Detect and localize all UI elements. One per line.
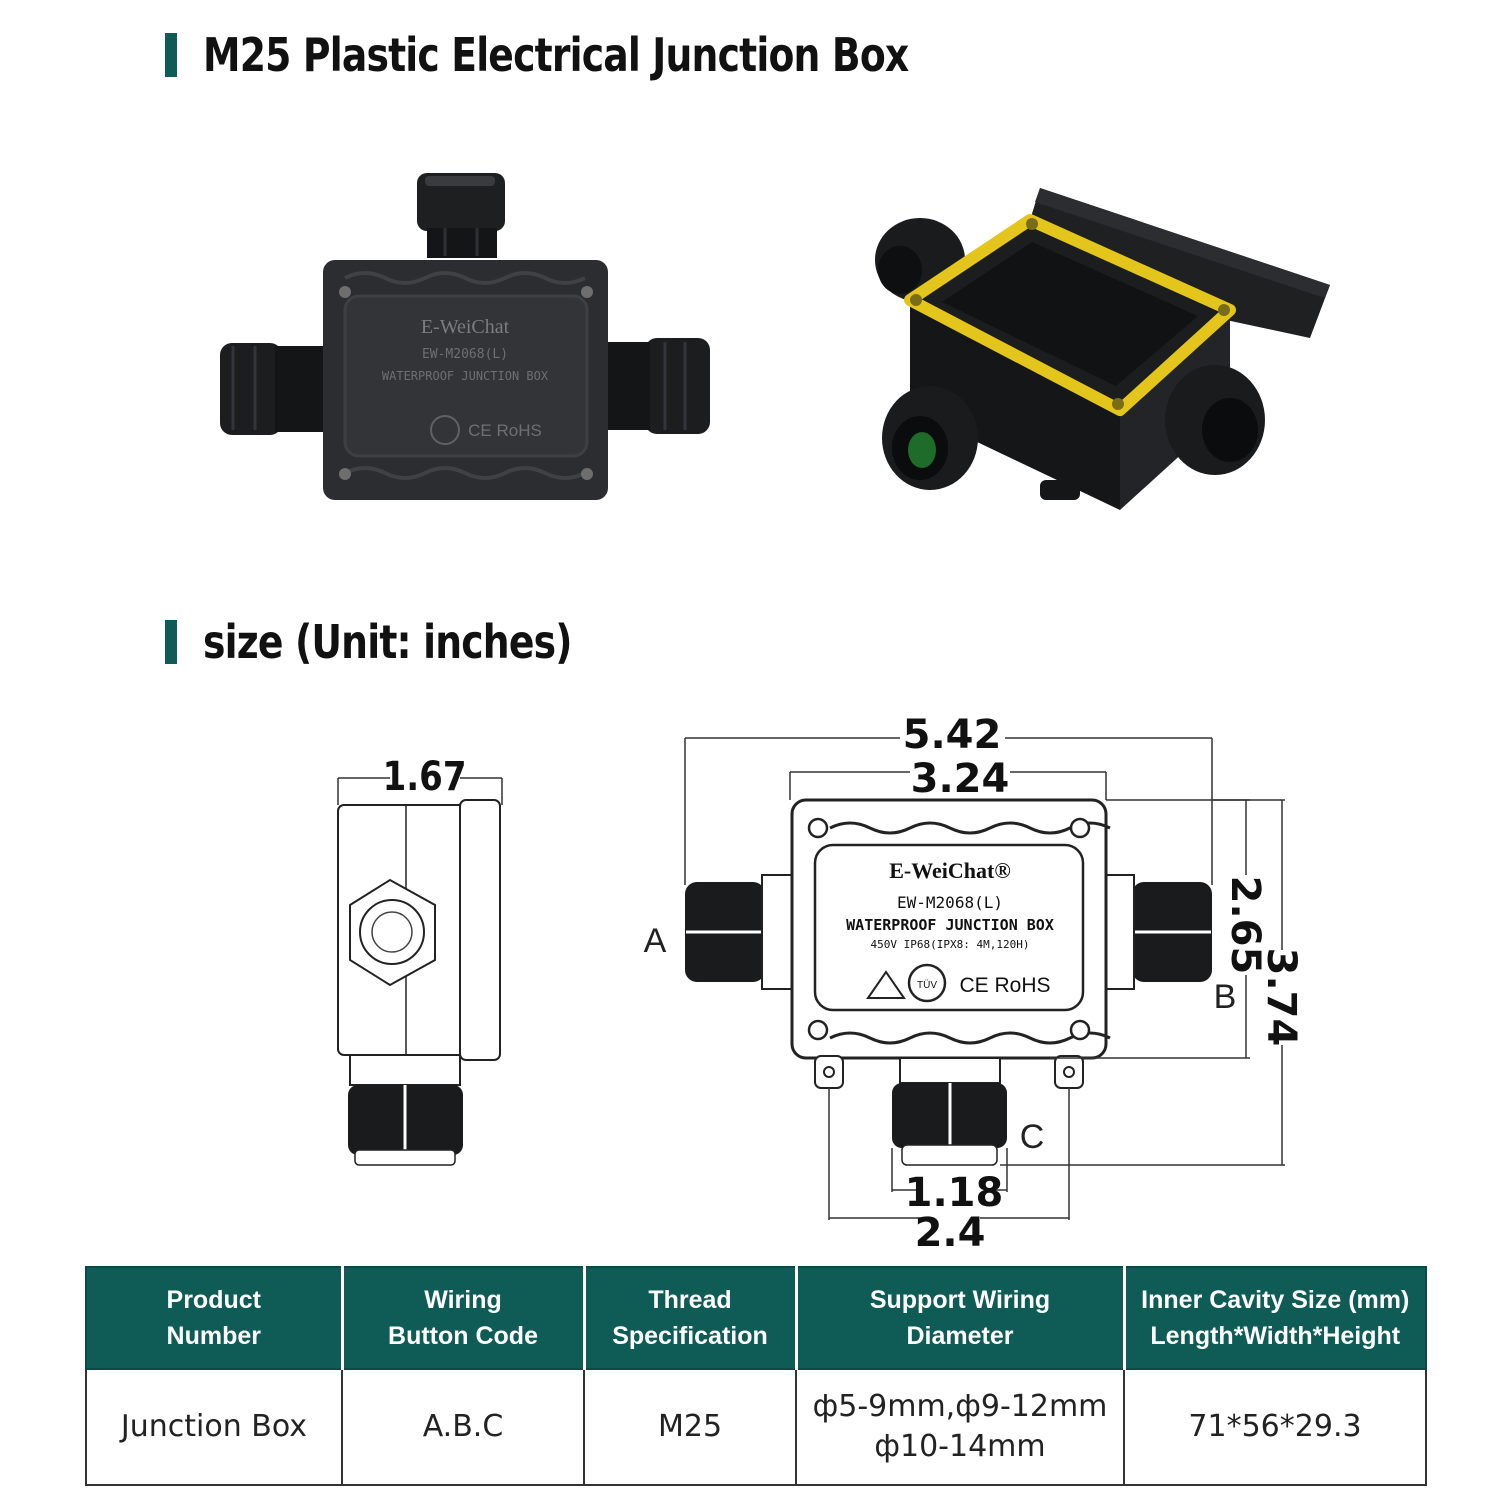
junction-box-open-photo <box>875 188 1330 510</box>
front-photo-marks: CE RoHS <box>468 421 542 440</box>
cell-cavity: 71*56*29.3 <box>1123 1368 1427 1486</box>
heading-accent-bar <box>165 33 177 77</box>
drawing-line2: 450V IP68(IPX8: 4M,120H) <box>871 938 1030 951</box>
front-photo-brand: E-WeiChat <box>421 316 510 338</box>
table-row: Junction Box A.B.C M25 ф5-9mm,ф9-12mm ф1… <box>85 1368 1427 1486</box>
gland-width-dimension: 1.18 <box>905 1170 1004 1216</box>
header-inner-cavity-size: Inner Cavity Size (mm) Length*Width*Heig… <box>1123 1266 1427 1370</box>
spec-table: Product Number Wiring Button Code Thread… <box>85 1266 1427 1486</box>
product-title-heading: M25 Plastic Electrical Junction Box <box>165 28 1063 82</box>
header-thread-specification: Thread Specification <box>583 1266 798 1370</box>
cell-product: Junction Box <box>85 1368 343 1486</box>
port-label-c: C <box>1020 1118 1045 1156</box>
mount-spacing-dimension: 2.4 <box>915 1210 986 1256</box>
drawing-model: EW-M2068(L) <box>897 893 1003 912</box>
table-header-row: Product Number Wiring Button Code Thread… <box>85 1266 1427 1370</box>
header-product-number: Product Number <box>85 1266 344 1370</box>
overall-height-dimension: 3.74 <box>1258 948 1304 1047</box>
front-photo-model: EW-M2068(L) <box>422 347 508 362</box>
front-view-drawing: 5.42 3.24 E-WeiChat® EW-M2068(L) WATERPR… <box>644 712 1304 1256</box>
body-length-dimension: 3.24 <box>911 756 1010 802</box>
heading-accent-bar <box>165 620 177 664</box>
overall-length-dimension: 5.42 <box>903 712 1002 758</box>
size-heading: size (Unit: inches) <box>165 615 653 669</box>
cell-thread: M25 <box>583 1368 797 1486</box>
junction-box-front-photo: E-WeiChat EW-M2068(L) WATERPROOF JUNCTIO… <box>220 173 710 500</box>
drawing-marks: CE RoHS <box>959 974 1050 997</box>
body-height-dimension: 2.65 <box>1222 876 1268 975</box>
port-label-b: B <box>1214 978 1237 1016</box>
drawing-brand: E-WeiChat® <box>889 858 1011 883</box>
cell-code: A.B.C <box>341 1368 585 1486</box>
cell-diameter: ф5-9mm,ф9-12mm ф10-14mm <box>795 1368 1125 1486</box>
size-title: size (Unit: inches) <box>203 615 572 669</box>
drawing-line1: WATERPROOF JUNCTION BOX <box>846 916 1054 934</box>
header-wiring-button-code: Wiring Button Code <box>341 1266 586 1370</box>
header-support-wiring-diameter: Support Wiring Diameter <box>795 1266 1126 1370</box>
tuv-mark: TÜV <box>917 979 937 991</box>
product-title: M25 Plastic Electrical Junction Box <box>203 28 909 82</box>
front-photo-line: WATERPROOF JUNCTION BOX <box>382 369 549 383</box>
port-label-a: A <box>644 922 667 960</box>
depth-dimension: 1.67 <box>383 753 467 799</box>
side-view-drawing: 1.67 <box>337 753 503 1166</box>
